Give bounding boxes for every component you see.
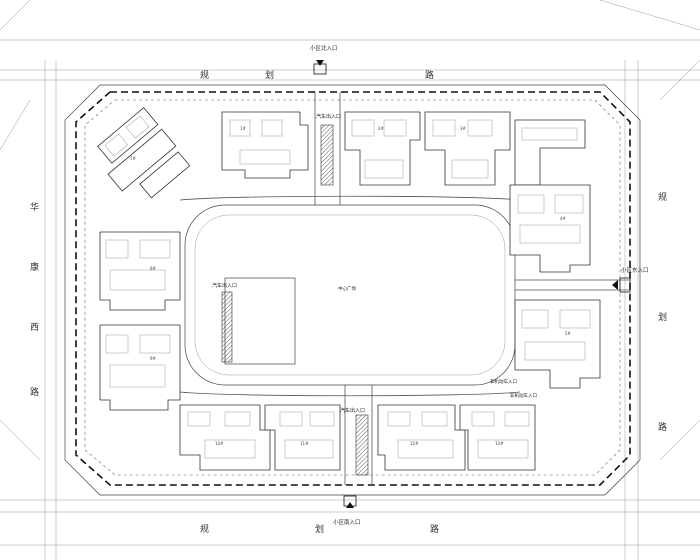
annotation-marks: 1# 2# 3# 4# 5# 8# 9# 10# 11# 12# 13# 7# xyxy=(130,126,572,446)
road-north-char-3: 路 xyxy=(425,69,434,81)
svg-text:8#: 8# xyxy=(150,266,157,271)
gate-north-label: 小区北入口 xyxy=(310,44,338,52)
road-west-char-3: 西 xyxy=(30,322,39,333)
gate-east-marker xyxy=(612,277,631,293)
svg-text:11#: 11# xyxy=(300,441,309,446)
svg-text:2#: 2# xyxy=(378,126,385,131)
road-west-char-2: 康 xyxy=(30,261,39,273)
svg-text:3#: 3# xyxy=(460,126,467,131)
internal-roads xyxy=(179,92,630,485)
central-green xyxy=(184,204,516,386)
central-plaza-block xyxy=(224,277,296,365)
road-west-char-4: 路 xyxy=(30,386,39,398)
road-east-char-2: 划 xyxy=(658,311,667,323)
site-block-outline xyxy=(64,84,641,496)
garage-west-label: 汽车出入口 xyxy=(212,282,237,289)
road-east-char-3: 路 xyxy=(658,421,667,433)
svg-text:9#: 9# xyxy=(150,356,157,361)
gate-south-label: 小区南入口 xyxy=(333,518,361,526)
building-northwest xyxy=(97,107,191,199)
buildings-east xyxy=(509,184,601,389)
buildings-west xyxy=(99,231,181,411)
svg-text:5#: 5# xyxy=(565,331,572,336)
road-south-char-3: 路 xyxy=(430,523,439,535)
road-east-char-1: 规 xyxy=(658,192,667,203)
svg-text:12#: 12# xyxy=(410,441,419,446)
road-west-char-1: 华 xyxy=(30,201,39,213)
garage-ramp-south xyxy=(355,414,369,476)
garage-ramp-west xyxy=(221,291,233,363)
road-south-char-1: 规 xyxy=(200,524,209,535)
svg-text:4#: 4# xyxy=(560,216,567,221)
garage-north-label: 汽车出入口 xyxy=(316,113,341,120)
road-north-char-2: 划 xyxy=(265,69,274,81)
road-south-char-2: 划 xyxy=(315,523,324,535)
buildings-south xyxy=(179,404,536,471)
road-north-char-1: 规 xyxy=(200,70,209,81)
site-boundary xyxy=(75,91,631,486)
buildings-north xyxy=(221,111,586,186)
nonmotor-label-2: 非机动车入口 xyxy=(490,378,517,385)
garage-south-label: 汽车出入口 xyxy=(340,407,365,414)
svg-text:7#: 7# xyxy=(130,156,137,161)
gate-east-label: 小区东入口 xyxy=(621,266,649,274)
svg-text:13#: 13# xyxy=(495,441,504,446)
garage-ramp-north xyxy=(320,124,334,186)
svg-text:1#: 1# xyxy=(240,126,247,131)
gate-north-marker xyxy=(313,60,327,75)
central-green-inner xyxy=(194,214,506,376)
svg-text:10#: 10# xyxy=(215,441,224,446)
gate-south-marker xyxy=(343,495,357,508)
central-plaza-label: 中心广场 xyxy=(338,285,356,292)
nonmotor-label-1: 非机动车入口 xyxy=(510,392,537,399)
